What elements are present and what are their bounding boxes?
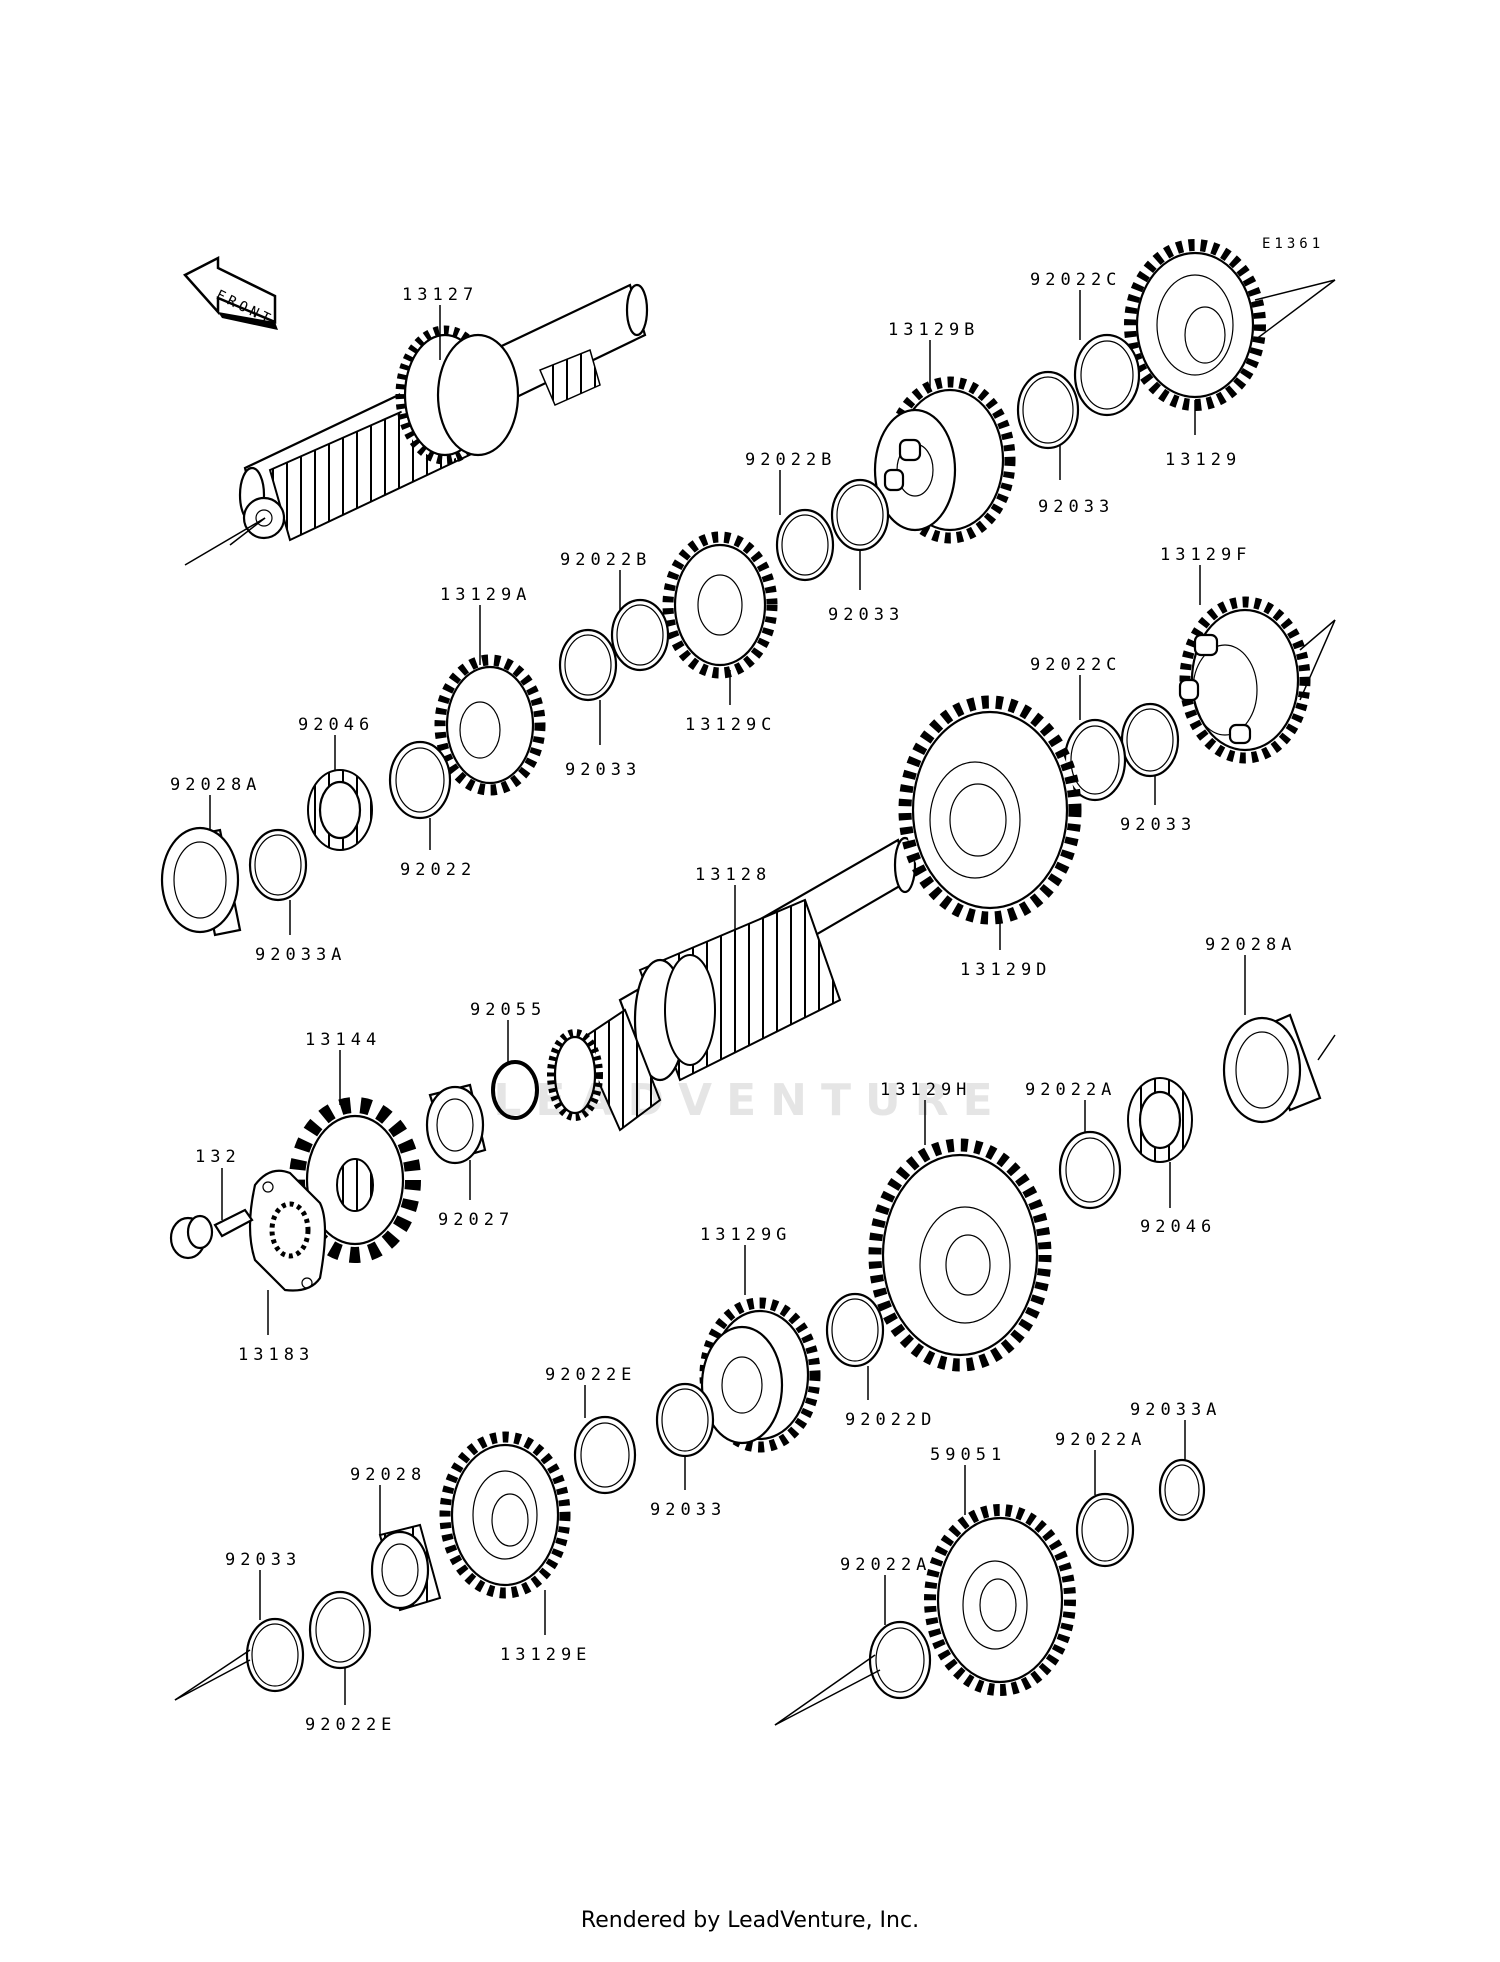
callout-13128: 13128: [695, 865, 771, 885]
watermark-text: LEADVENTURE: [493, 1075, 1007, 1126]
callout-13129: 13129: [1165, 450, 1241, 470]
front-arrow-icon: FRONT: [182, 255, 278, 330]
callout-92022e-2: 92022E: [305, 1715, 396, 1735]
washer-92022b-1: [775, 508, 835, 582]
callout-92022c-top: 92022C: [1030, 270, 1121, 290]
gear-13129a: [434, 654, 546, 796]
callout-132: 132: [195, 1147, 241, 1167]
gear-13129c: [662, 531, 778, 679]
washer-92022a-1: [1058, 1130, 1122, 1210]
output-shaft-13128: [547, 836, 917, 1132]
footer-credit: Rendered by LeadVenture, Inc.: [580, 1908, 920, 1933]
gear-13129f: [1178, 596, 1311, 764]
gear-59051: [924, 1504, 1076, 1696]
callout-92033a-right: 92033A: [1130, 1400, 1221, 1420]
circlip-92033a-right: [1158, 1458, 1206, 1522]
bushing-92028a-right: [1222, 1013, 1322, 1124]
callout-92022b-2: 92022B: [560, 550, 651, 570]
callout-59051: 59051: [930, 1445, 1006, 1465]
circlip-92033-mid: [1120, 702, 1180, 778]
callout-92022e-1: 92022E: [545, 1365, 636, 1385]
callout-13129g: 13129G: [700, 1225, 791, 1245]
callout-92055: 92055: [470, 1000, 546, 1020]
callout-92046-left: 92046: [298, 715, 374, 735]
callout-13129b: 13129B: [888, 320, 979, 340]
callout-92027: 92027: [438, 1210, 514, 1230]
callout-92046-right: 92046: [1140, 1217, 1216, 1237]
input-shaft-13127: [184, 283, 649, 566]
callout-92033-top: 92033: [1038, 497, 1114, 517]
washer-92022a-2: [1075, 1492, 1135, 1568]
needle-bearing-92046-left: [307, 769, 373, 851]
washer-92022a-3: [868, 1620, 932, 1700]
leader-lines: [209, 290, 1246, 1705]
callout-92022c-mid: 92022C: [1030, 655, 1121, 675]
bushing-92028a-left: [160, 826, 242, 937]
diagram-code: E1361: [1262, 236, 1324, 252]
bolt-132: [169, 1208, 254, 1260]
needle-bearing-92046-right: [1127, 1077, 1193, 1163]
washer-92022e-2: [308, 1590, 372, 1670]
washer-92022b-2: [610, 598, 670, 672]
gear-13129: [1124, 239, 1266, 411]
callout-13129h: 13129H: [880, 1080, 971, 1100]
callout-92022b-1: 92022B: [745, 450, 836, 470]
collar-92027: [425, 1083, 487, 1165]
washer-92022d: [825, 1292, 885, 1368]
washer-92022e-1: [573, 1415, 637, 1495]
gear-13129g: [699, 1297, 821, 1453]
callout-92033-2: 92033: [828, 605, 904, 625]
circlip-92033-3: [558, 628, 618, 702]
callout-92033-3: 92033: [565, 760, 641, 780]
callout-13127: 13127: [402, 285, 478, 305]
gear-13129e: [439, 1431, 571, 1599]
circlip-92033-4: [655, 1382, 715, 1458]
callout-13144: 13144: [305, 1030, 381, 1050]
callout-92033-5: 92033: [225, 1550, 301, 1570]
callout-92028a-left: 92028A: [170, 775, 261, 795]
callout-92022: 92022: [400, 860, 476, 880]
callout-92022a-3: 92022A: [840, 1555, 931, 1575]
callout-92028a-right: 92028A: [1205, 935, 1296, 955]
callout-92028: 92028: [350, 1465, 426, 1485]
washer-92022c-mid: [1063, 718, 1127, 802]
callout-13129f: 13129F: [1160, 545, 1251, 565]
circlip-92033-2: [830, 478, 890, 552]
circlip-92033-5: [245, 1617, 305, 1693]
bushing-92028: [370, 1523, 442, 1612]
callout-92022a-1: 92022A: [1025, 1080, 1116, 1100]
o-ring-92055: [491, 1060, 539, 1120]
callout-13129a: 13129A: [440, 585, 531, 605]
callout-92022a-2: 92022A: [1055, 1430, 1146, 1450]
gear-13129h: [868, 1138, 1052, 1372]
callout-92022d: 92022D: [845, 1410, 936, 1430]
callout-92033-4: 92033: [650, 1500, 726, 1520]
callout-92033a-left: 92033A: [255, 945, 346, 965]
callout-13129e: 13129E: [500, 1645, 591, 1665]
plate-13183: [248, 1169, 327, 1292]
callout-13129c: 13129C: [685, 715, 776, 735]
gear-13129b: [873, 376, 1016, 544]
gear-13129d: [898, 695, 1082, 925]
callout-13183: 13183: [238, 1345, 314, 1365]
circlip-92033a-left: [248, 828, 308, 902]
input-shaft-gear: [395, 325, 520, 465]
callout-92033-mid: 92033: [1120, 815, 1196, 835]
washer-92022: [388, 740, 452, 820]
washer-92022c-top: [1073, 333, 1141, 417]
circlip-92033-top: [1016, 370, 1080, 450]
callout-13129d: 13129D: [960, 960, 1051, 980]
